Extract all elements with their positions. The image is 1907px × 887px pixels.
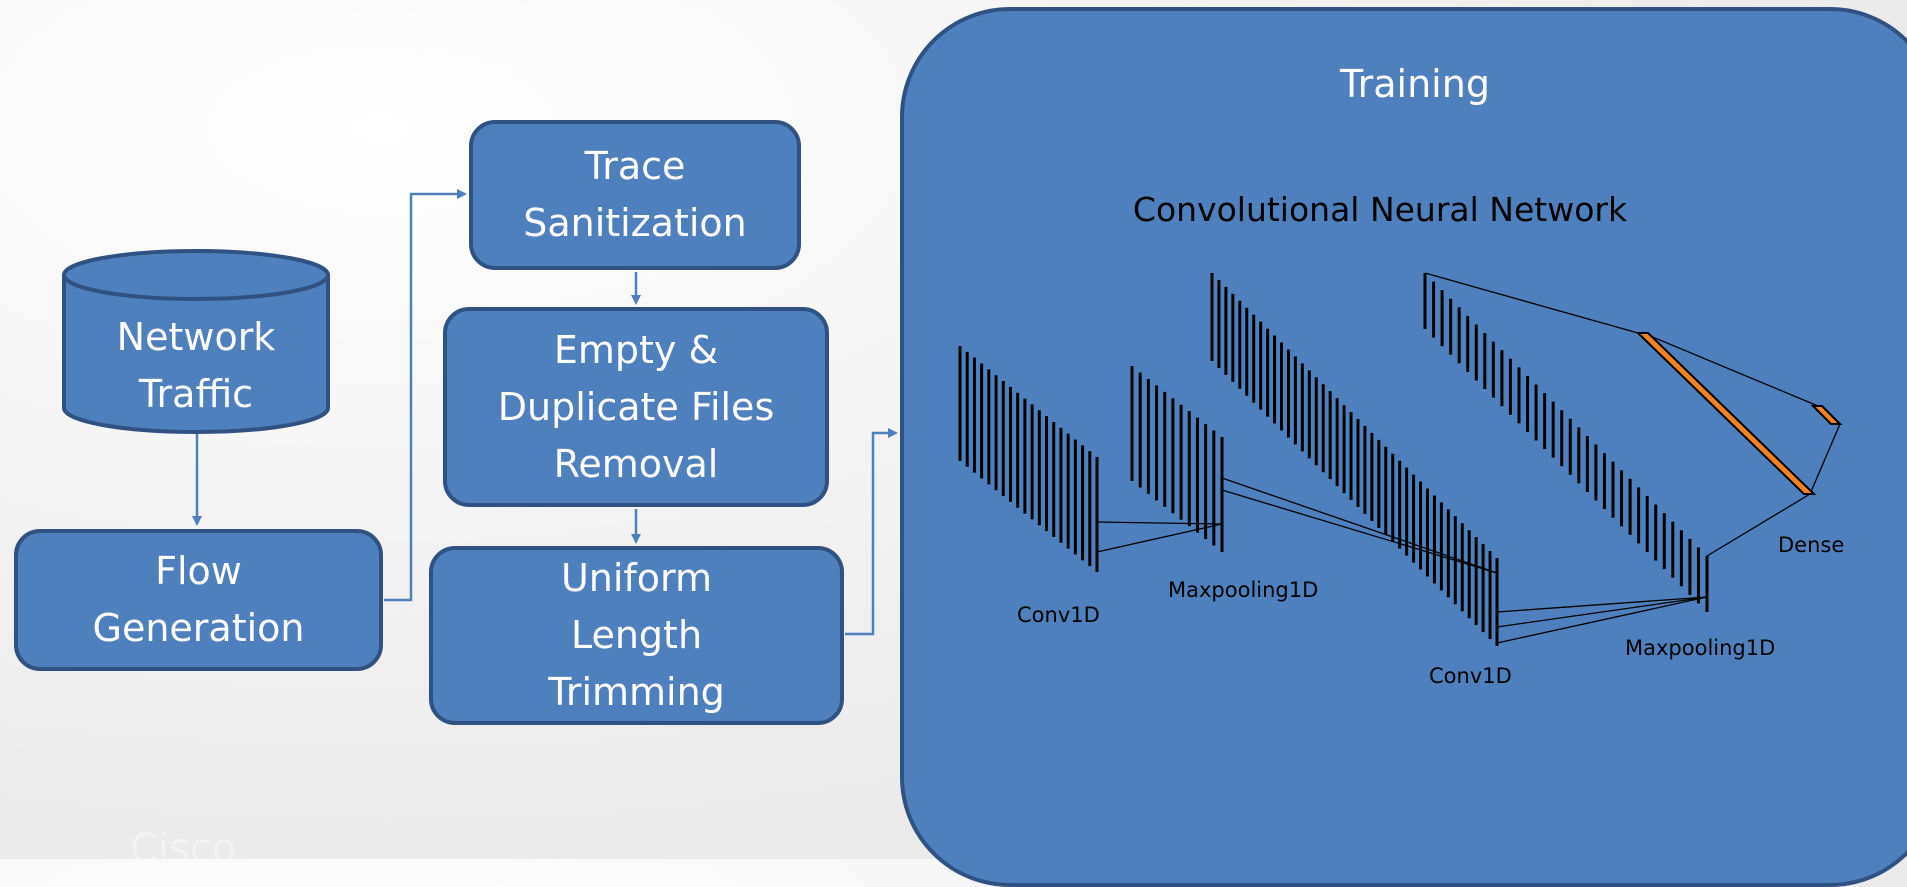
cnn-diagram [958, 272, 1843, 646]
dense-label: Dense [1778, 533, 1845, 557]
maxpooling1d-2-label: Maxpooling1D [1625, 636, 1776, 660]
maxpooling1d-1-label: Maxpooling1D [1168, 578, 1319, 602]
cnn-title: Convolutional Neural Network [1132, 190, 1628, 229]
connector-arrows [192, 189, 898, 636]
maxpooling1d-2-feature-maps [1423, 273, 1709, 612]
dense-layer-2 [1810, 405, 1843, 425]
conv1d-2-feature-maps [1210, 273, 1499, 646]
network-traffic-label: Network Traffic [116, 315, 276, 416]
network-traffic-database [62, 249, 330, 434]
conv1d-1-label: Conv1D [1017, 603, 1100, 627]
empty-duplicate-removal-box: Empty & Duplicate Files Removal [443, 307, 829, 507]
flow-generation-box: Flow Generation [14, 529, 383, 671]
dense-layer-1 [1635, 332, 1817, 495]
training-title: Training [1340, 62, 1490, 106]
conv1d-2-label: Conv1D [1429, 664, 1512, 688]
uniform-length-trimming-box: Uniform Length Trimming [429, 546, 844, 725]
faint-watermark: Cisco [130, 826, 237, 872]
arrow-uniform-to-training [845, 428, 898, 636]
conv1d-1-feature-maps [958, 346, 1099, 572]
trace-sanitization-box: Trace Sanitization [469, 120, 801, 270]
arrow-flow-to-trace [384, 189, 467, 602]
